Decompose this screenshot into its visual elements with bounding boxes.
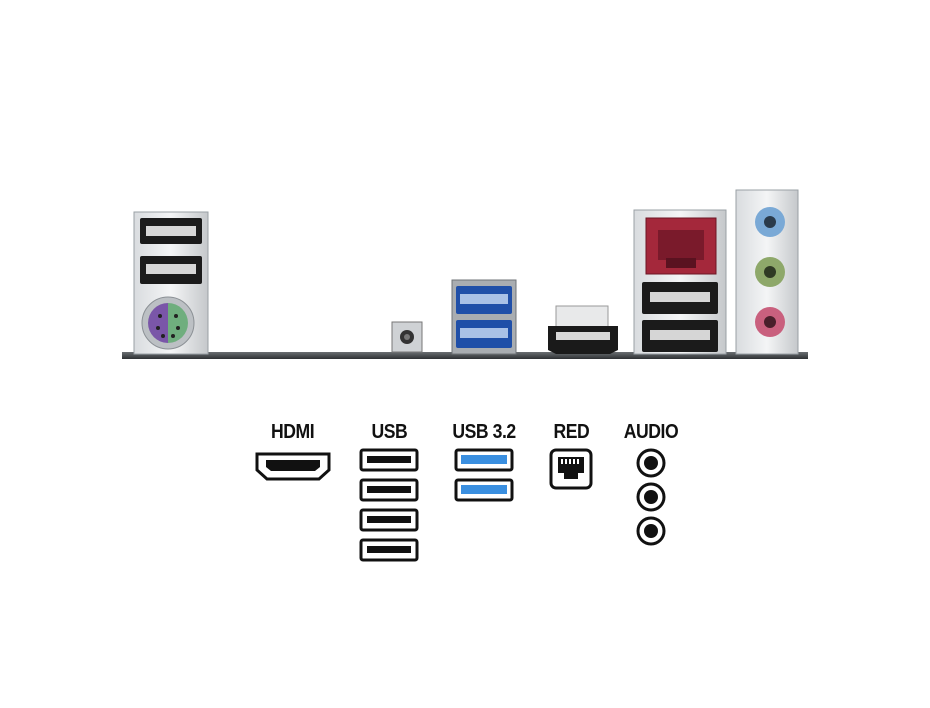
usb-port-icon bbox=[359, 538, 419, 562]
usb-port-icon bbox=[359, 508, 419, 532]
red-label: RED bbox=[553, 421, 589, 443]
legend-hdmi: HDMI bbox=[252, 420, 334, 482]
usb3-port-icon bbox=[454, 448, 514, 472]
usb-label: USB bbox=[371, 421, 407, 443]
usb-port-icon bbox=[359, 448, 419, 472]
audio-stack bbox=[735, 189, 799, 355]
pcb-edge bbox=[122, 352, 808, 359]
ps2-keyboard-half bbox=[168, 303, 188, 343]
ethernet-port-icon bbox=[549, 448, 593, 490]
usb3-port-icon bbox=[454, 478, 514, 502]
audio-jack-icon bbox=[636, 516, 666, 546]
legend-usb: USB bbox=[357, 420, 421, 562]
audio-jack-icon bbox=[636, 482, 666, 512]
usb32-label: USB 3.2 bbox=[452, 421, 516, 443]
ps2-usb-stack bbox=[133, 211, 209, 355]
hdmi-label: HDMI bbox=[271, 421, 315, 443]
lan-usb-stack bbox=[633, 209, 727, 355]
audio-label: AUDIO bbox=[623, 421, 679, 443]
ps2-mouse-half bbox=[148, 303, 168, 343]
hdmi-port-icon bbox=[255, 452, 331, 481]
hdmi-port bbox=[548, 305, 618, 354]
legend-red: RED bbox=[545, 420, 597, 490]
usb-port-icon bbox=[359, 478, 419, 502]
legend-usb32: USB 3.2 bbox=[445, 420, 523, 502]
audio-jack-icon bbox=[636, 448, 666, 478]
usb-icon-stack bbox=[359, 448, 419, 562]
legend-audio: AUDIO bbox=[618, 420, 684, 546]
flashback-button bbox=[391, 321, 423, 353]
usb3-icon-stack bbox=[454, 448, 514, 502]
usb3-stack bbox=[451, 279, 517, 355]
audio-icon-stack bbox=[636, 448, 666, 546]
